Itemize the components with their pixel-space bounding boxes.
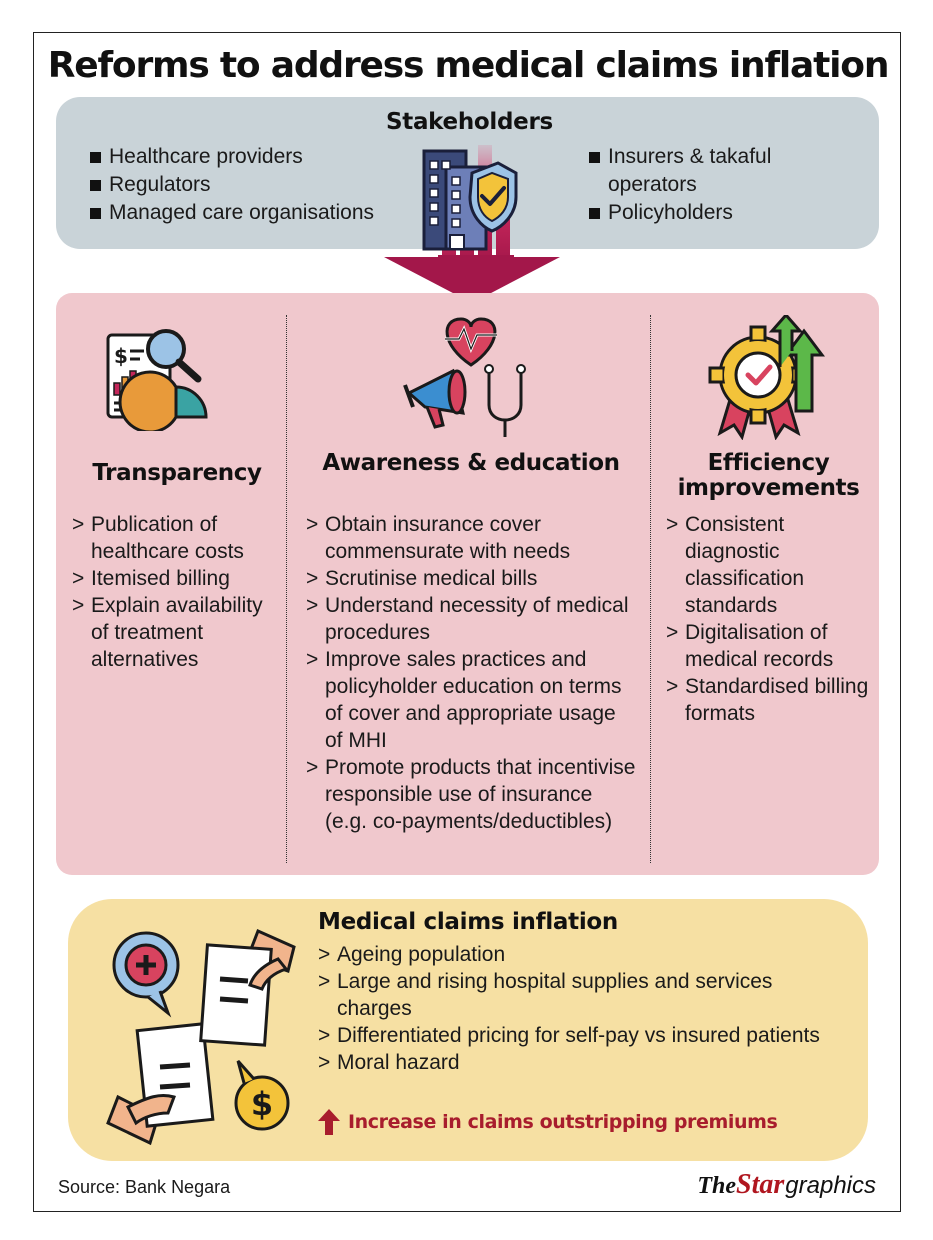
up-arrow-icon xyxy=(318,1109,340,1135)
brand-star: Star xyxy=(736,1169,785,1200)
list-item: Scrutinise medical bills xyxy=(306,565,636,592)
page-title: Reforms to address medical claims inflat… xyxy=(47,45,890,86)
stakeholders-list-right: Insurers & takaful operators Policyholde… xyxy=(589,143,829,227)
brand-logo: The Star graphics xyxy=(697,1169,876,1201)
brand-graphics: graphics xyxy=(785,1172,876,1199)
list-item: Consistent diagnostic classification sta… xyxy=(666,511,871,619)
list-item: Differentiated pricing for self-pay vs i… xyxy=(318,1022,848,1049)
list-item: Itemised billing xyxy=(72,565,282,592)
stakeholder-item: Healthcare providers xyxy=(90,143,374,171)
infographic-frame: Reforms to address medical claims inflat… xyxy=(33,32,901,1212)
stakeholders-title: Stakeholders xyxy=(386,109,553,135)
svg-text:$: $ xyxy=(114,344,128,368)
list-item: Digitalisation of medical records xyxy=(666,619,871,673)
stakeholders-list-left: Healthcare providers Regulators Managed … xyxy=(90,143,374,227)
svg-text:$: $ xyxy=(251,1085,273,1123)
building-shield-icon xyxy=(422,149,518,251)
medical-documents-icon: $ xyxy=(106,928,296,1146)
list-item: Ageing population xyxy=(318,941,848,968)
list-item: Moral hazard xyxy=(318,1049,848,1076)
stakeholder-item: Managed care organisations xyxy=(90,199,374,227)
stakeholder-item: Regulators xyxy=(90,171,374,199)
alert-text: Increase in claims outstripping premiums xyxy=(348,1111,778,1133)
list-item: Large and rising hospital supplies and s… xyxy=(318,968,848,1022)
stakeholder-item: Insurers & takaful operators xyxy=(589,143,829,199)
stakeholder-item: Policyholders xyxy=(589,199,829,227)
list-item: Explain availability of treatment altern… xyxy=(72,592,282,673)
column-title: Awareness & education xyxy=(322,450,620,476)
heart-megaphone-stethoscope-icon xyxy=(403,317,526,437)
list-item: Promote products that incentivise respon… xyxy=(306,754,636,835)
column-divider xyxy=(286,315,287,863)
inflation-list: Ageing population Large and rising hospi… xyxy=(318,941,848,1076)
brand-the: The xyxy=(697,1173,737,1199)
list-item: Standardised billing formats xyxy=(666,673,871,727)
list-item: Improve sales practices and policyholder… xyxy=(306,646,636,754)
inflation-title: Medical claims inflation xyxy=(318,909,618,935)
gear-badge-arrows-icon xyxy=(708,315,825,440)
list-item: Understand necessity of medical procedur… xyxy=(306,592,636,646)
inflation-panel: $ Medical claims inflation Ageing popula… xyxy=(68,899,868,1161)
list-item: Obtain insurance cover commensurate with… xyxy=(306,511,636,565)
column-list: Consistent diagnostic classification sta… xyxy=(666,511,871,727)
column-title: Efficiency improvements xyxy=(677,450,860,501)
inflation-alert: Increase in claims outstripping premiums xyxy=(318,1109,778,1135)
reforms-panel: $ Transparency Publication of healthcare… xyxy=(56,293,879,875)
column-list: Obtain insurance cover commensurate with… xyxy=(306,511,636,835)
source-note: Source: Bank Negara xyxy=(58,1177,231,1197)
column-list: Publication of healthcare costs Itemised… xyxy=(72,511,282,673)
report-magnifier-icon: $ xyxy=(106,329,208,431)
list-item: Publication of healthcare costs xyxy=(72,511,282,565)
column-title: Transparency xyxy=(92,460,262,486)
column-divider xyxy=(650,315,651,863)
